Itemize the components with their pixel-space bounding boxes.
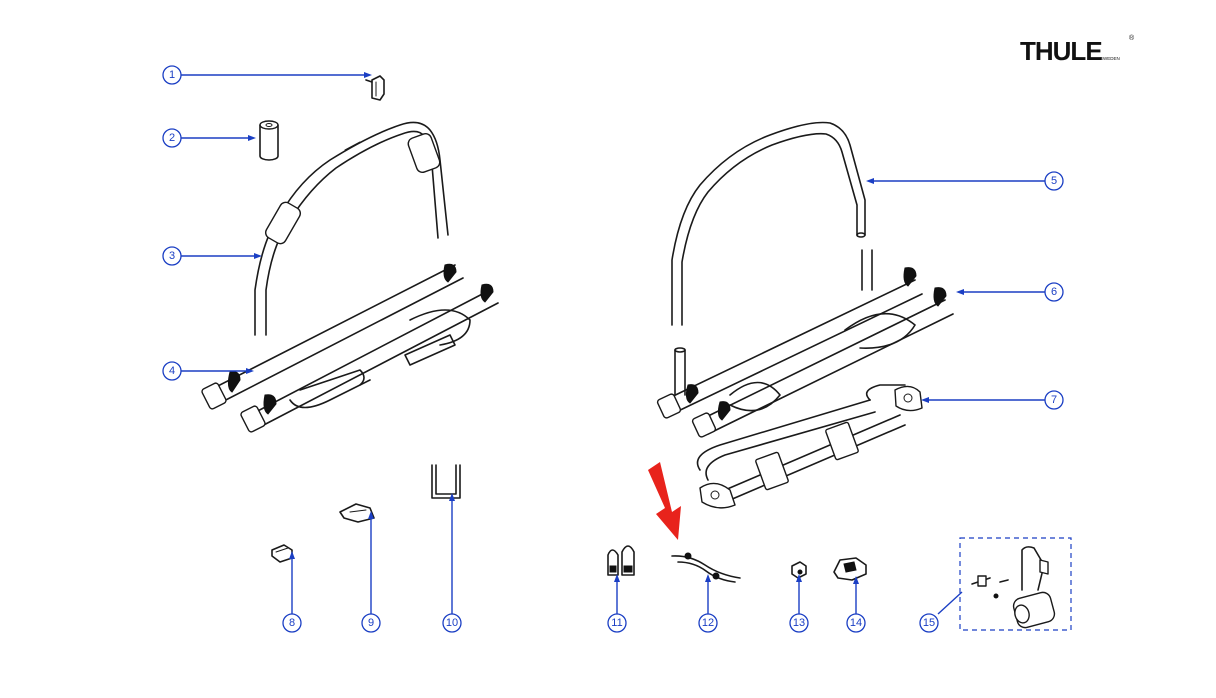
callout-number: 15 [923, 617, 935, 629]
callout-3: 3 [162, 246, 182, 266]
callout-number: 12 [702, 617, 714, 629]
brand-logo: THULE SWEDEN ® [1020, 34, 1135, 66]
callout-10: 10 [442, 613, 462, 633]
part-4-rack-base [201, 263, 499, 433]
callout-arrowheads [246, 72, 964, 584]
callout-9: 9 [361, 613, 381, 633]
part-15-accessory-kit [959, 537, 1072, 631]
part-9-clamp-bracket [339, 503, 375, 523]
callout-number: 1 [169, 69, 175, 81]
callout-13: 13 [789, 613, 809, 633]
callout-number: 5 [1051, 175, 1057, 187]
logo-subtext: SWEDEN [1100, 56, 1120, 61]
part-1-clip [365, 75, 385, 101]
highlight-arrow [648, 462, 681, 540]
callout-number: 7 [1051, 394, 1057, 406]
logo-registered-mark: ® [1129, 34, 1135, 42]
callout-number: 3 [169, 250, 175, 262]
part-6-rack-assembly [656, 249, 954, 438]
callout-12: 12 [698, 613, 718, 633]
callout-number: 8 [289, 617, 295, 629]
part-12-cable [671, 552, 741, 583]
callout-number: 14 [850, 617, 862, 629]
callout-number: 13 [793, 617, 805, 629]
callout-number: 9 [368, 617, 374, 629]
part-7-hitch-frame [696, 384, 923, 509]
logo-text: THULE [1020, 36, 1102, 66]
callout-1: 1 [162, 65, 182, 85]
callout-number: 6 [1051, 286, 1057, 298]
part-11-strap-clamps [607, 545, 635, 576]
part-14-wheel-holder [833, 557, 867, 581]
part-5-frame-arch [671, 121, 866, 326]
callout-8: 8 [282, 613, 302, 633]
part-2-foam-pad [259, 120, 279, 161]
callout-6: 6 [1044, 282, 1064, 302]
callout-number: 10 [446, 617, 458, 629]
callout-number: 4 [169, 365, 175, 377]
callout-15: 15 [919, 613, 939, 633]
callout-11: 11 [607, 613, 627, 633]
part-8-bracket [271, 544, 293, 563]
part-10-u-bolt [431, 464, 461, 499]
callout-leaders [181, 74, 1045, 615]
callout-2: 2 [162, 128, 182, 148]
part-3-frame-holder-arm [254, 121, 449, 336]
callout-14: 14 [846, 613, 866, 633]
callout-number: 11 [611, 617, 622, 629]
callout-4: 4 [162, 361, 182, 381]
callout-number: 2 [169, 132, 175, 144]
callout-5: 5 [1044, 171, 1064, 191]
callout-7: 7 [1044, 390, 1064, 410]
part-13-lock [791, 561, 807, 579]
